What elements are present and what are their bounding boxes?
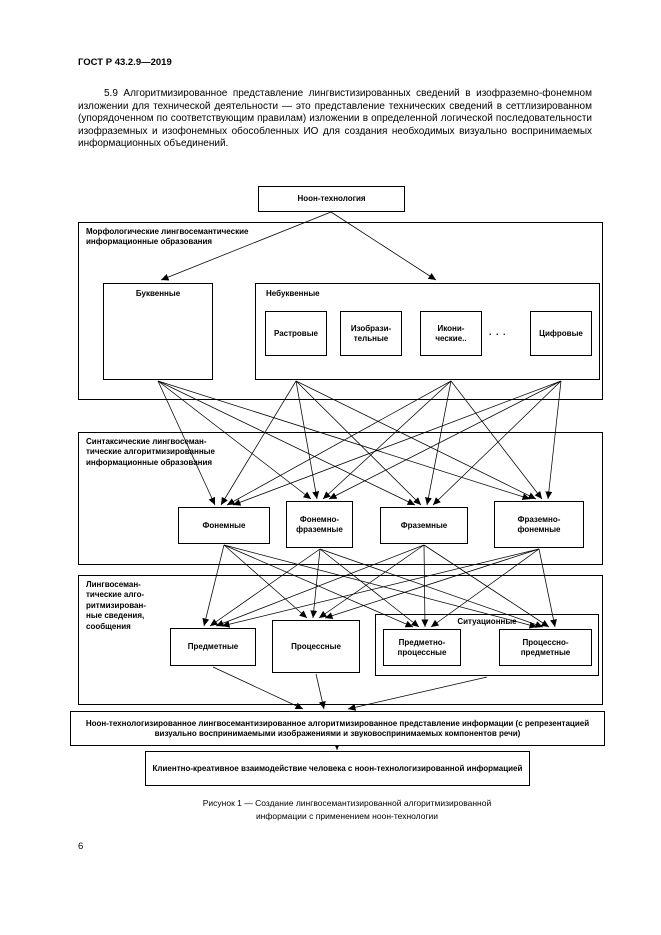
section-5-9-paragraph: 5.9 Алгоритмизированное представление ли… bbox=[78, 88, 592, 150]
lingvosemantic-group-label: Лингвосеман-тические алго-ритмизирован-н… bbox=[86, 580, 146, 631]
syntactic-group-label: Синтаксические лингвосеман-тические алго… bbox=[86, 437, 215, 467]
subject-process-box: Предметно-процессные bbox=[383, 629, 461, 666]
phrasemic-box: Фраземные bbox=[380, 507, 468, 544]
client-interaction-box: Клиентно-креативное взаимодействие челов… bbox=[145, 751, 530, 786]
digital-box: Цифровые bbox=[530, 311, 592, 356]
raster-box: Растровые bbox=[265, 311, 327, 356]
noon-technology-box: Ноон-технология bbox=[258, 186, 405, 212]
syntactic-group-box bbox=[78, 432, 603, 565]
process-subject-box: Процессно-предметные bbox=[499, 629, 592, 666]
morphological-group-label: Морфологические лингвосемантические инфо… bbox=[86, 227, 249, 247]
phonemic-box: Фонемные bbox=[178, 507, 270, 544]
page-number: 6 bbox=[78, 841, 84, 852]
figure-caption: Рисунок 1 — Создание лингвосемантизирова… bbox=[202, 798, 492, 822]
ellipsis-text: . . . bbox=[489, 327, 507, 337]
iconic-box: Икони-ческие.. bbox=[420, 311, 482, 356]
letter-box: Буквенные bbox=[103, 283, 213, 380]
situational-box bbox=[375, 614, 599, 676]
morphological-group-box bbox=[78, 222, 603, 400]
subject-box: Предметные bbox=[170, 628, 256, 666]
process-box: Процессные bbox=[272, 620, 360, 673]
situational-label: Ситуационные bbox=[457, 617, 517, 626]
noon-representation-box: Ноон-технологизированное лингвосемантизи… bbox=[70, 711, 605, 746]
pictorial-box: Изобрази-тельные bbox=[340, 311, 402, 356]
phrasemic-phonemic-box: Фраземно-фонемные bbox=[494, 501, 584, 548]
phonemic-phrasemic-box: Фонемно-фраземные bbox=[286, 501, 353, 548]
document-header: ГОСТ Р 43.2.9—2019 bbox=[78, 57, 172, 68]
